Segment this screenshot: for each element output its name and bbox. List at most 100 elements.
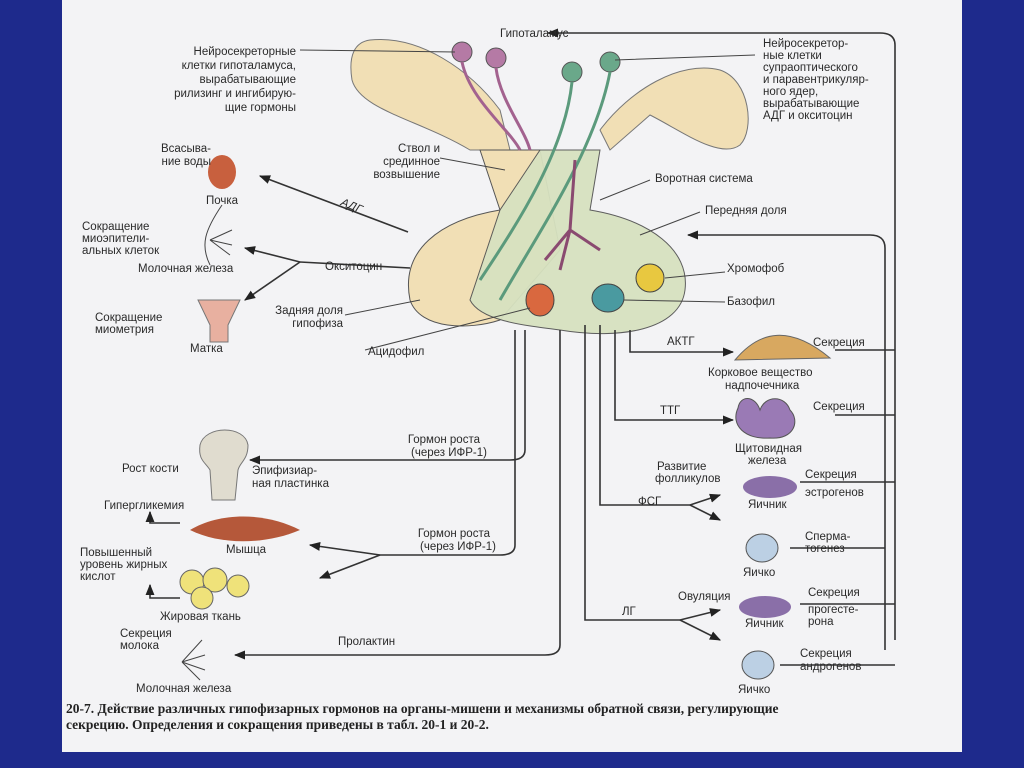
label-portal: Воротная система xyxy=(655,173,753,185)
label-spermatogenesis: тогенез xyxy=(805,543,845,555)
label-gh-2: Гормон роста xyxy=(418,528,491,540)
feedback-lines xyxy=(145,28,896,666)
label-neuro-left: вырабатывающие xyxy=(200,74,296,86)
neurons xyxy=(451,41,621,301)
label-gh: Гормон роста xyxy=(408,434,481,446)
label-hyperglycemia: Гипергликемия xyxy=(104,500,184,512)
label-secretion: Секреция xyxy=(808,587,860,599)
label-ovulation: Овуляция xyxy=(678,591,730,603)
label-testis-2: Яичко xyxy=(738,684,770,696)
figure-caption: секрецию. Определения и сокращения приве… xyxy=(66,717,489,732)
label-ovary-2: Яичник xyxy=(745,618,784,630)
label-epiphyseal: Эпифизиар- xyxy=(252,465,317,477)
label-acth: АКТГ xyxy=(667,336,695,348)
label-myometrium: миометрия xyxy=(95,324,154,336)
label-follicles: Развитие xyxy=(657,461,706,473)
label-progesterone: рона xyxy=(808,616,834,628)
label-adrenal: Корковое вещество xyxy=(708,367,813,379)
label-mammary: Молочная железа xyxy=(138,263,234,275)
label-neuro-right: супраоптического xyxy=(763,62,858,74)
label-neuro-left: щие гормоны xyxy=(225,102,296,114)
label-ovary: Яичник xyxy=(748,499,787,511)
label-androgens: андрогенов xyxy=(800,661,861,673)
label-muscle: Мышца xyxy=(226,544,267,556)
label-testis: Яичко xyxy=(743,567,775,579)
ovary-icon-2 xyxy=(739,596,791,618)
label-myometrium: Сокращение xyxy=(95,312,162,324)
label-hypothalamus: Гипоталамус xyxy=(500,28,569,40)
label-neuro-right: ного ядер, xyxy=(763,86,818,98)
bone-icon xyxy=(199,429,249,501)
label-androgens: Секреция xyxy=(800,648,852,660)
muscle-icon xyxy=(190,516,300,542)
pituitary-hormones-diagram: Гипоталамус Нейросекреторные клетки гипо… xyxy=(66,28,896,732)
label-gh: (через ИФР-1) xyxy=(411,447,487,459)
slide: Гипоталамус Нейросекреторные клетки гипо… xyxy=(62,0,962,752)
label-gh-2: (через ИФР-1) xyxy=(420,541,496,553)
label-uterus: Матка xyxy=(190,343,223,355)
label-prolactin: Пролактин xyxy=(338,636,395,648)
label-kidney: Почка xyxy=(206,195,239,207)
label-neuro-right: вырабатывающие xyxy=(763,98,859,110)
label-adrenal: надпочечника xyxy=(725,380,800,392)
label-bone-growth: Рост кости xyxy=(122,463,179,475)
label-posterior: гипофиза xyxy=(292,318,343,330)
hypothalamus-shape-right xyxy=(599,67,749,151)
anterior-lobe xyxy=(469,149,686,335)
label-follicles: фолликулов xyxy=(655,473,720,485)
testis-icon xyxy=(745,533,779,563)
label-acidophil: Ацидофил xyxy=(368,346,424,358)
mammary-gland-icon xyxy=(204,204,233,266)
label-neuro-right: АДГ и окситоцин xyxy=(763,110,853,122)
label-neuro-left: клетки гипоталамуса, xyxy=(182,60,296,72)
label-mammary-2: Молочная железа xyxy=(136,683,232,695)
label-tsh: ТТГ xyxy=(660,405,681,417)
label-milk: молока xyxy=(120,640,160,652)
label-neuro-right: и паравентрикуляр- xyxy=(763,74,869,86)
label-adipose: Жировая ткань xyxy=(160,611,241,623)
label-posterior: Задняя доля xyxy=(275,305,343,317)
label-myoepi: Сокращение xyxy=(82,221,149,233)
mammary-gland-icon-2 xyxy=(181,639,206,681)
ovary-icon xyxy=(743,476,797,498)
label-myoepi: альных клеток xyxy=(82,245,160,257)
adrenal-cortex-icon xyxy=(733,334,832,361)
hypothalamus-shape xyxy=(350,39,511,151)
label-secretion: Секреция xyxy=(813,401,865,413)
label-neuro-right: ные клетки xyxy=(763,50,822,62)
kidney-icon xyxy=(208,155,236,189)
label-anterior: Передняя доля xyxy=(705,205,787,217)
chromophobe-cell xyxy=(635,263,665,293)
label-chromophobe: Хромофоб xyxy=(727,263,785,275)
label-secretion: Секреция xyxy=(805,469,857,481)
label-spermatogenesis: Сперма- xyxy=(805,531,851,543)
label-stalk: Ствол и xyxy=(398,143,440,155)
testis-icon-2 xyxy=(741,650,775,680)
label-stalk: возвышение xyxy=(373,169,440,181)
label-water: Всасыва- xyxy=(161,143,211,155)
basophil-cell xyxy=(591,283,625,313)
label-stalk: срединное xyxy=(383,156,440,168)
label-lh: ЛГ xyxy=(622,606,637,618)
label-basophil: Базофил xyxy=(727,296,775,308)
label-milk: Секреция xyxy=(120,628,172,640)
label-epiphyseal: ная пластинка xyxy=(252,478,330,490)
label-fatty-acids: уровень жирных xyxy=(80,559,167,571)
label-secretion: Секреция xyxy=(813,337,865,349)
label-neuro-left: рилизинг и ингибирую- xyxy=(174,88,296,100)
label-neuro-left: Нейросекреторные xyxy=(194,46,296,58)
label-estrogens: эстрогенов xyxy=(805,487,864,499)
label-myoepi: миоэпители- xyxy=(82,233,150,245)
label-neuro-right: Нейросекретор- xyxy=(763,38,848,50)
label-thyroid: Щитовидная xyxy=(735,443,802,455)
label-fatty-acids: Повышенный xyxy=(80,547,152,559)
uterus-icon xyxy=(197,299,241,343)
label-thyroid: железа xyxy=(748,455,787,467)
label-fsh: ФСГ xyxy=(638,496,662,508)
label-oxytocin: Окситоцин xyxy=(325,261,382,273)
acidophil-cell xyxy=(525,283,555,317)
figure-caption: 20-7. Действие различных гипофизарных го… xyxy=(66,701,779,716)
label-water: ние воды xyxy=(162,156,211,168)
label-fatty-acids: кислот xyxy=(80,571,116,583)
label-progesterone: прогесте- xyxy=(808,604,859,616)
